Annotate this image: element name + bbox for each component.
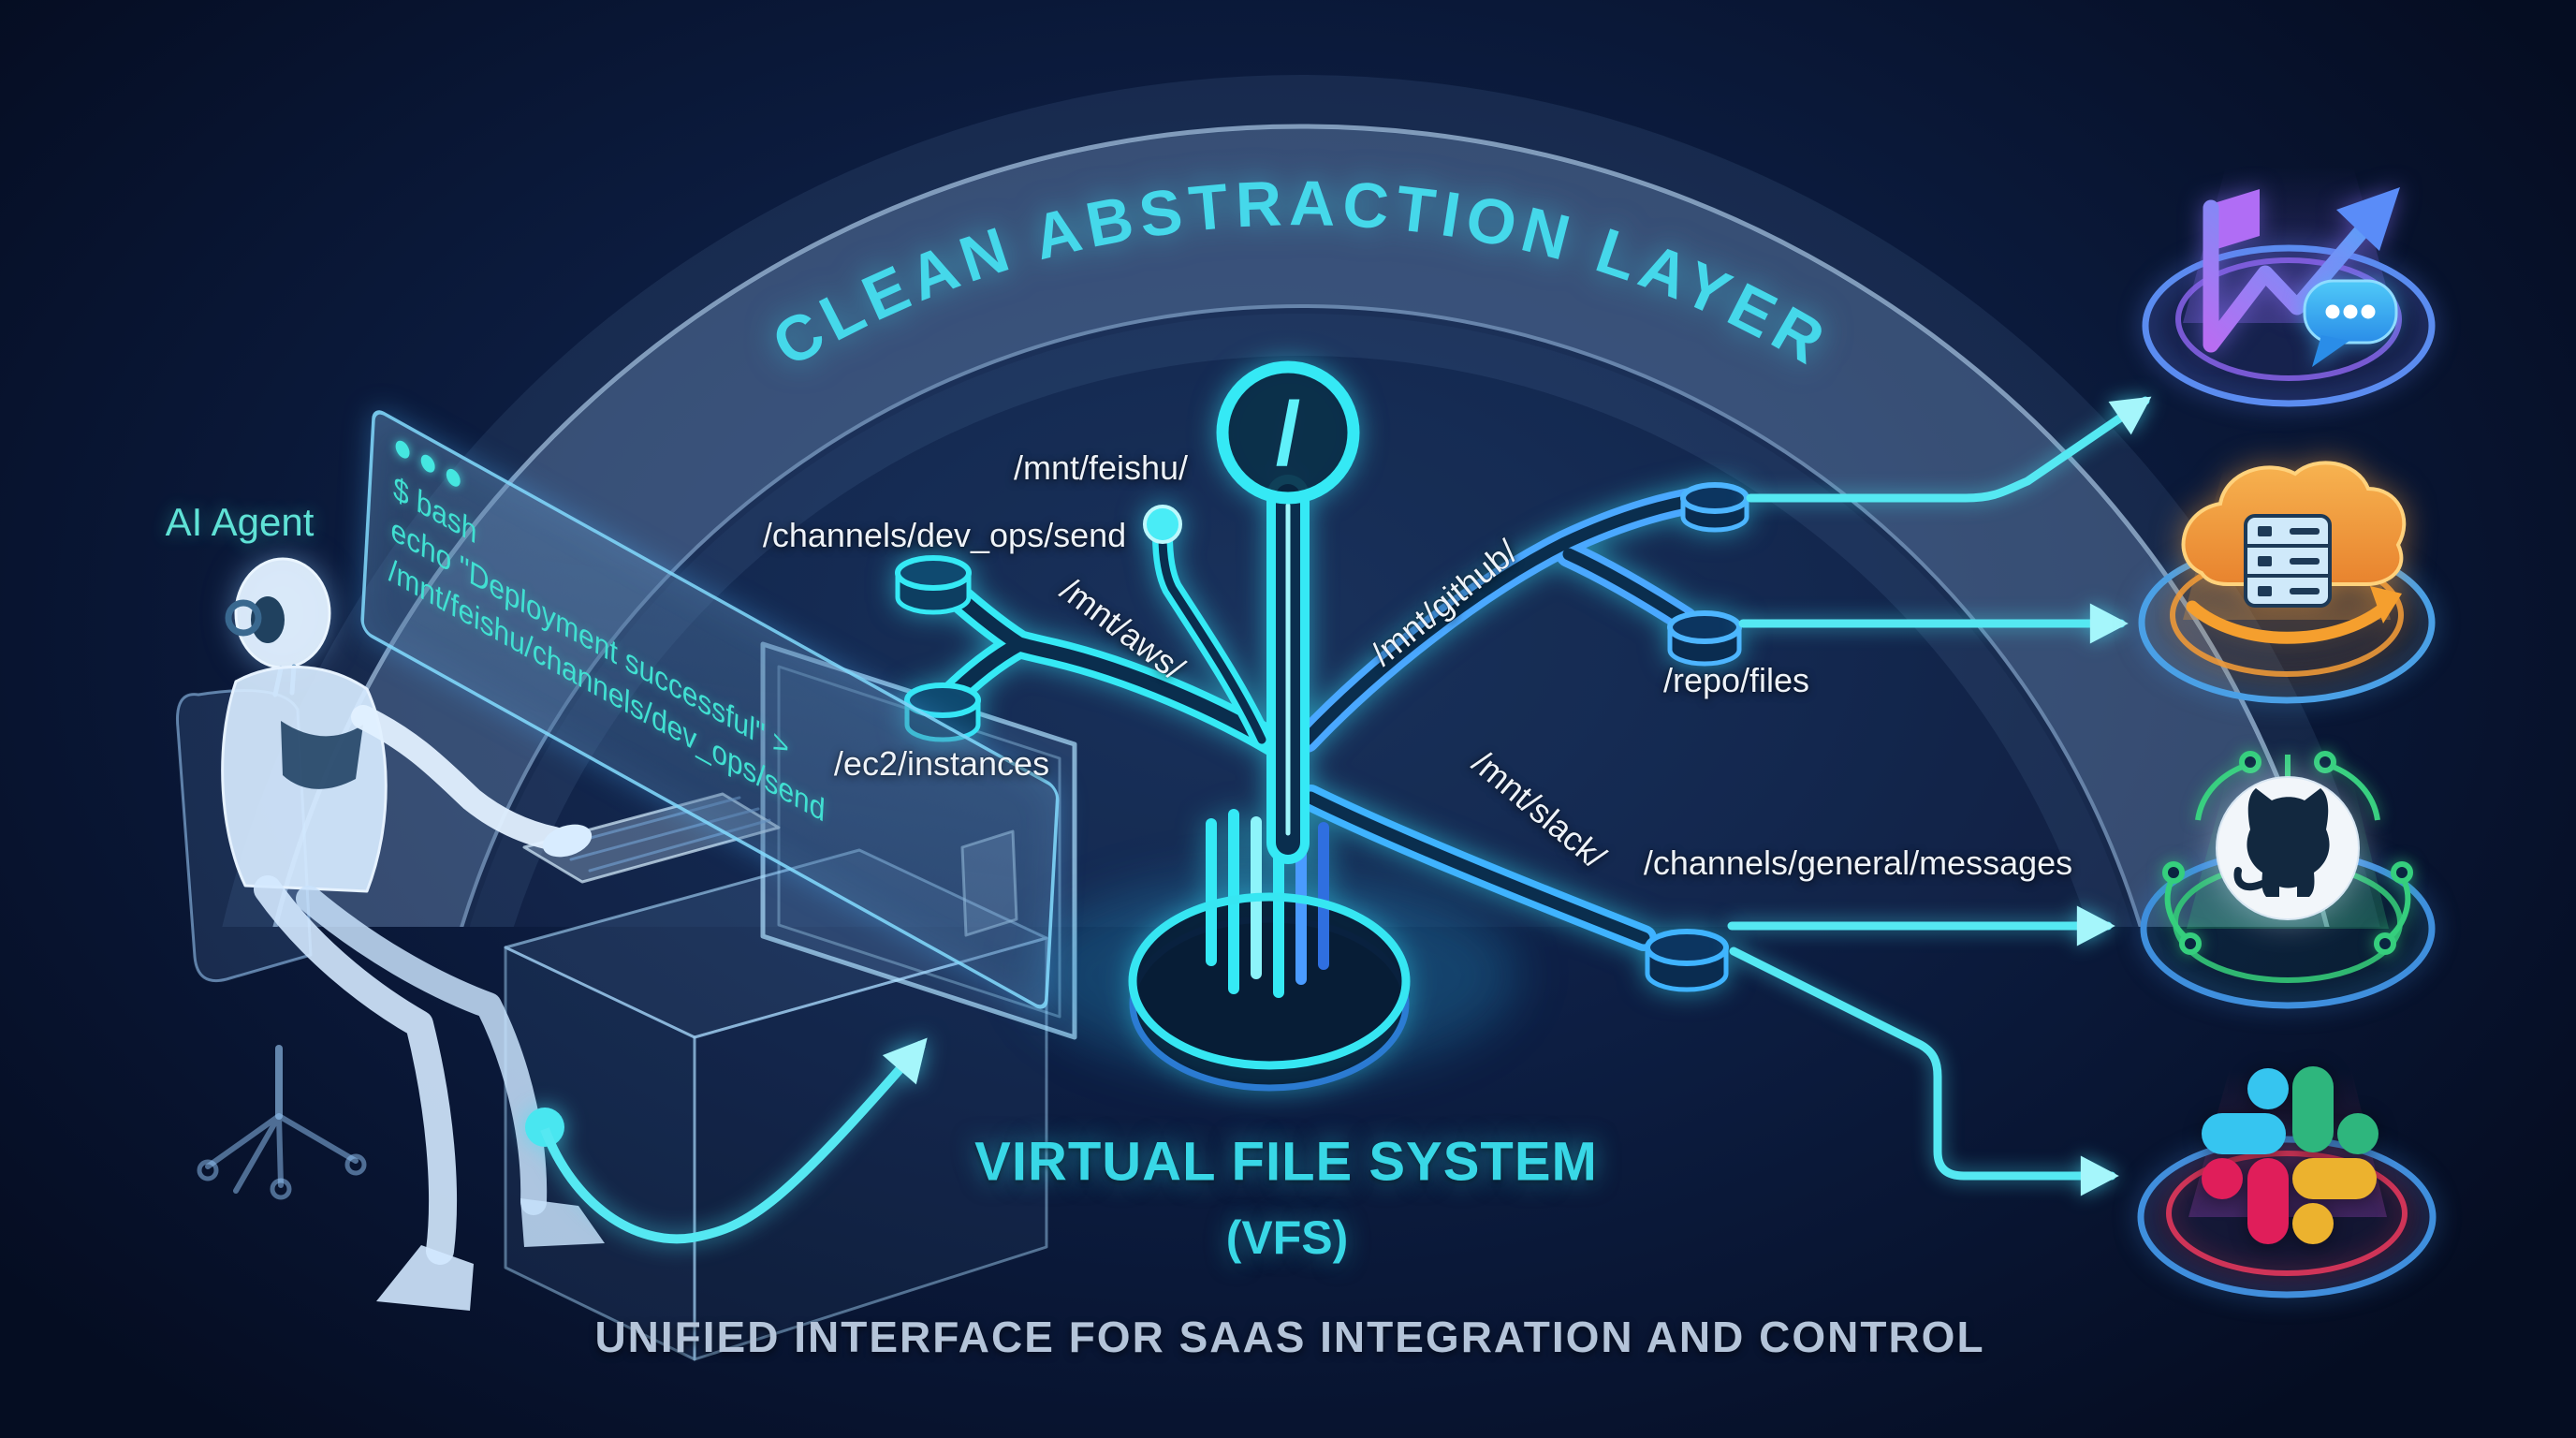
terminal-dot-icon (395, 437, 410, 462)
node-feishu-endpoint (895, 555, 972, 615)
github-octocat-circuit-icon (2140, 751, 2436, 1009)
arrow-to-feishu-service (1746, 396, 2152, 503)
branch-slack (1297, 785, 1657, 951)
feishu-path-label: /channels/dev_ops/send (762, 516, 1127, 554)
ai-agent-label: AI Agent (165, 500, 315, 544)
slack-path-label: /channels/general/messages (1643, 844, 2073, 882)
workstation-scene (175, 557, 1077, 1361)
arrow-to-slack-service (1729, 946, 2119, 1196)
aws-cloud-server-icon (2138, 461, 2436, 704)
ai-robot (221, 557, 605, 1311)
branch-feishu (1143, 505, 1272, 750)
branch-github (1294, 486, 1713, 753)
terminal-dot-icon (446, 465, 461, 490)
feishu-mount-label: /mnt/feishu/ (1013, 448, 1189, 487)
desk (504, 848, 1048, 1361)
terminal-dot-icon (420, 451, 436, 476)
feishu-analytics-chat-icon (2142, 167, 2436, 407)
github-path-label: /repo/files (1662, 661, 1810, 699)
node-github-upper (1680, 482, 1749, 533)
node-aws-endpoint (904, 682, 981, 742)
node-slack-endpoint (1645, 929, 1729, 992)
vfs-subtitle: (VFS) (1225, 1211, 1349, 1264)
aws-path-label: /ec2/instances (833, 744, 1050, 783)
vfs-title: VIRTUAL FILE SYSTEM (974, 1131, 1598, 1193)
keyboard (522, 792, 781, 884)
chat-bubble-icon (2303, 279, 2398, 367)
root-node: / (1216, 360, 1360, 505)
octocat-silhouette (2233, 788, 2330, 897)
node-github-endpoint (1667, 610, 1742, 667)
service-arrows (1727, 396, 2152, 1196)
circuit-traces (2162, 751, 2413, 955)
svg-text:/: / (1276, 384, 1301, 484)
arrow-agent-to-vfs (525, 1037, 928, 1244)
bottom-caption: UNIFIED INTERFACE FOR SAAS INTEGRATION A… (594, 1313, 1985, 1361)
vfs-tree: / (895, 360, 1749, 1092)
monitor (760, 641, 1077, 1040)
slack-logo-icon (2137, 1066, 2437, 1299)
